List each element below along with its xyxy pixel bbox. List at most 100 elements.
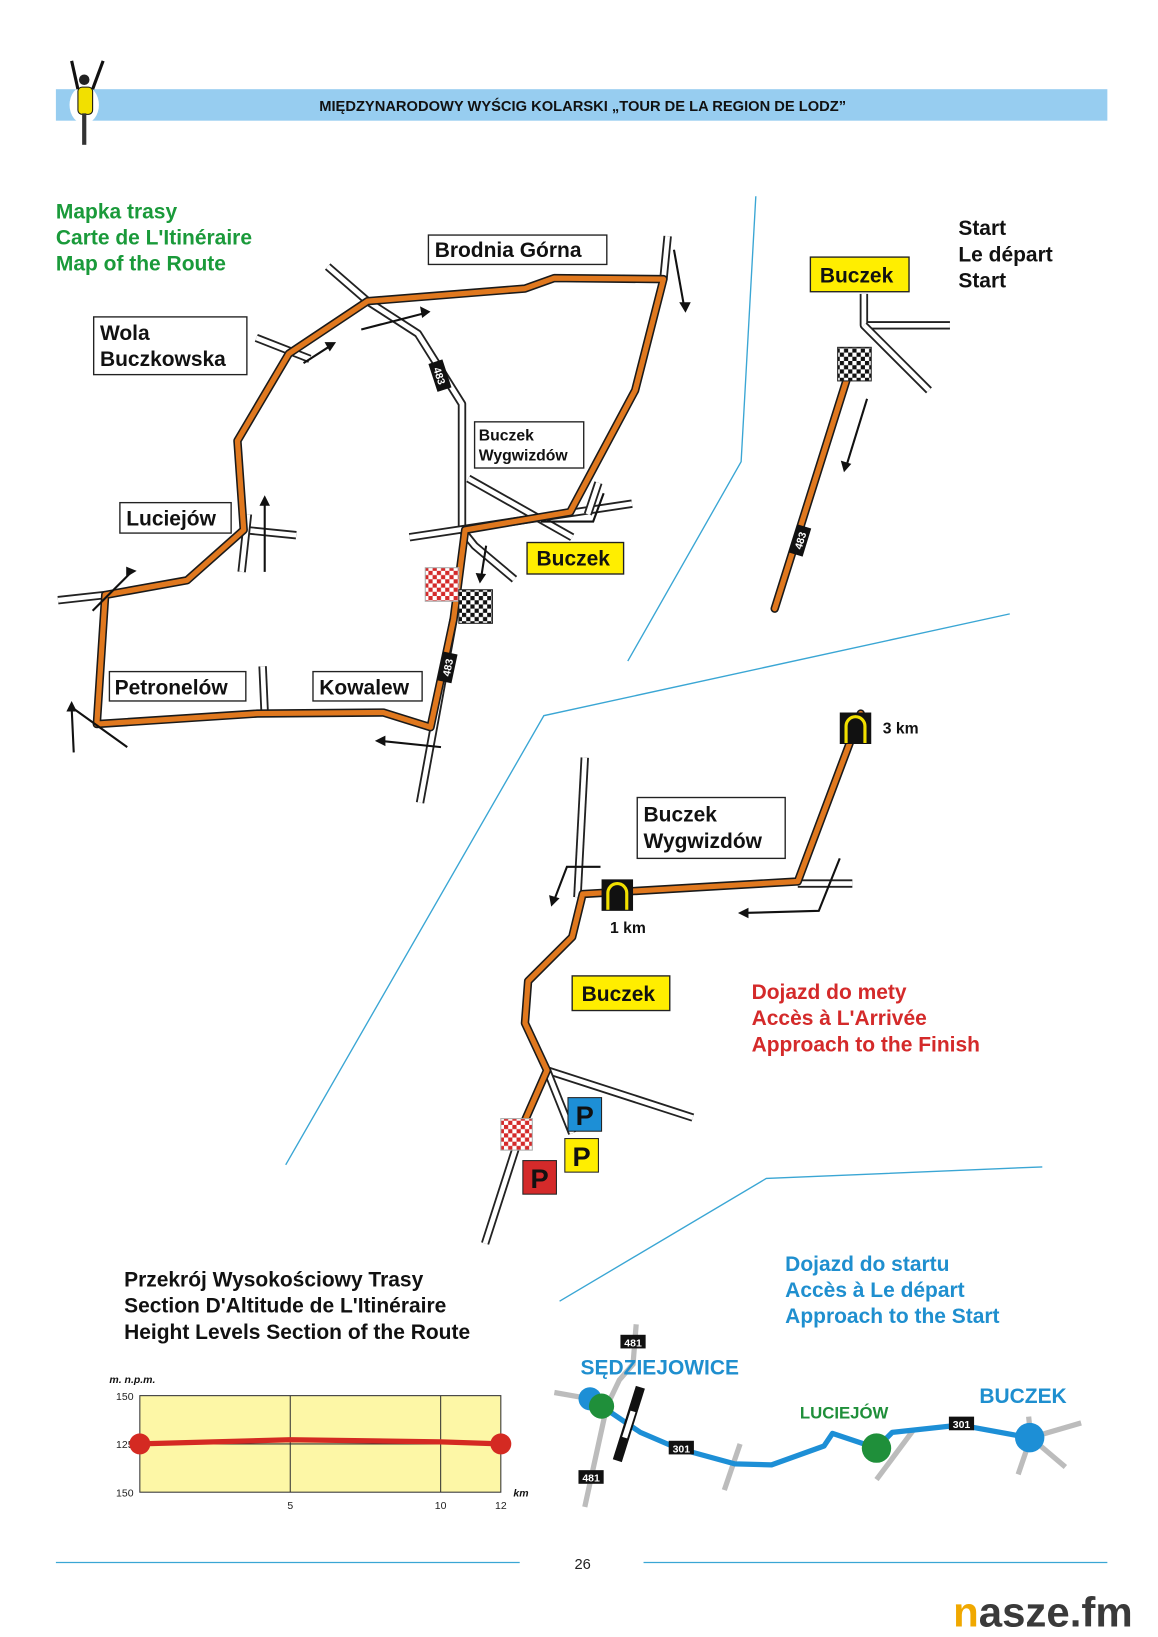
u-turn-1km-icon: [601, 879, 634, 911]
x-axis-label: km: [513, 1488, 528, 1499]
y-tick-label: 125: [116, 1440, 134, 1451]
svg-text:P: P: [576, 1100, 594, 1131]
profile-title: Section D'Altitude de L'Itinéraire: [124, 1295, 446, 1318]
svg-text:P: P: [531, 1163, 549, 1194]
finish-flag-icon: [424, 567, 460, 602]
profile-title: Height Levels Section of the Route: [124, 1321, 470, 1344]
distance-1km: 1 km: [610, 920, 646, 937]
footer: 26 nasze.fm: [55, 1557, 1133, 1636]
route-map: Mapka trasy Carte de L'Itinéraire Map of…: [56, 200, 691, 804]
railway-crossing-icon: [612, 1385, 645, 1463]
place-label-box: [312, 670, 423, 702]
approach-start-map: Dojazd do startu Accès à Le départ Appro…: [553, 1253, 1082, 1508]
place-petronelow: Petronelów: [115, 677, 229, 700]
place-label-box: [119, 501, 232, 534]
parking-red-icon: P: [522, 1160, 557, 1195]
start-map: Start Le départ Start Buczek 483: [770, 217, 1053, 613]
svg-text:481: 481: [624, 1338, 642, 1349]
finish-title: Approach to the Finish: [752, 1033, 980, 1056]
finish-map: Buczek Wygwizdów Buczek 3 km 1 km Dojazd…: [481, 709, 980, 1245]
x-tick-label: 10: [435, 1501, 447, 1512]
road-number-badge: 301: [948, 1416, 975, 1431]
y-axis-label: m. n.p.m.: [109, 1375, 155, 1386]
place-label-box: [427, 234, 608, 266]
road-number-badge: 483: [428, 359, 452, 392]
approach-route-line: [600, 1403, 1030, 1468]
finish-title: Accès à L'Arrivée: [752, 1007, 927, 1030]
town-luciejow: LUCIEJÓW: [800, 1404, 889, 1423]
header: MIĘDZYNARODOWY WYŚCIG KOLARSKI „TOUR DE …: [55, 60, 1108, 145]
finish-flag-icon: [500, 1118, 533, 1151]
town-sedziejowice: SĘDZIEJOWICE: [581, 1357, 739, 1380]
road-number-badge: 481: [620, 1334, 646, 1349]
divider-line: [559, 1166, 1043, 1302]
start-title: Le départ: [958, 243, 1052, 266]
place-kowalew: Kowalew: [319, 677, 409, 700]
svg-text:483: 483: [794, 531, 810, 551]
place-buczkowska: Buczkowska: [100, 348, 226, 371]
place-brodnia-gorna: Brodnia Górna: [435, 239, 582, 262]
nasze-fm-logo: nasze.fm: [953, 1589, 1133, 1636]
y-tick-label: 150: [116, 1488, 134, 1499]
approach-title: Approach to the Start: [785, 1305, 999, 1328]
finish-place-buczek: Buczek: [644, 804, 718, 827]
svg-text:P: P: [573, 1141, 591, 1172]
approach-title: Dojazd do startu: [785, 1253, 949, 1276]
route-map-title: Carte de L'Itinéraire: [56, 227, 252, 250]
header-bar: [55, 89, 1108, 121]
elevation-point: [129, 1433, 151, 1455]
x-tick-label: 12: [495, 1501, 507, 1512]
route-line: [92, 273, 668, 732]
road-number-badge: 483: [437, 651, 458, 684]
svg-text:301: 301: [953, 1420, 971, 1431]
start-flag-icon: [837, 346, 872, 382]
parking-blue-icon: P: [567, 1097, 603, 1132]
x-tick-label: 5: [287, 1501, 293, 1512]
svg-text:301: 301: [673, 1444, 691, 1455]
place-wygwizdow: Wygwizdów: [479, 448, 569, 465]
svg-text:483: 483: [442, 658, 456, 678]
finish-title: Dojazd do mety: [752, 981, 907, 1004]
place-label-box: [571, 975, 671, 1012]
y-tick-label: 150: [116, 1392, 134, 1403]
divider-line: [285, 613, 1010, 1166]
distance-3km: 3 km: [883, 721, 919, 738]
place-label-box: [92, 316, 248, 376]
start-place-buczek: Buczek: [820, 264, 894, 287]
place-label-box: [108, 670, 247, 702]
elevation-chart: 150 125 150 5 10 12: [116, 1392, 512, 1512]
start-title: Start: [958, 217, 1006, 240]
elevation-profile: Przekrój Wysokościowy Trasy Section D'Al…: [109, 1269, 528, 1512]
place-label-box: [473, 421, 585, 469]
svg-text:481: 481: [582, 1474, 600, 1485]
start-title: Start: [958, 270, 1006, 293]
divider-line: [627, 196, 757, 662]
place-buczek-yellow: Buczek: [537, 548, 611, 571]
road-number-badge: 481: [578, 1470, 604, 1485]
approach-title: Accès à Le départ: [785, 1279, 965, 1302]
u-turn-3km-icon: [839, 712, 872, 744]
town-marker-green: [588, 1393, 615, 1419]
cyclist-logo: [69, 60, 105, 145]
road-number-badge: 483: [788, 524, 812, 557]
finish-place-buczek-yellow: Buczek: [582, 983, 656, 1006]
finish-place-wygwizdow: Wygwizdów: [644, 830, 763, 853]
page-number: 26: [575, 1557, 591, 1573]
place-label-box: [809, 256, 910, 293]
route-map-title: Mapka trasy: [56, 200, 178, 223]
town-buczek: BUCZEK: [979, 1385, 1066, 1408]
route-map-title: Map of the Route: [56, 253, 226, 276]
svg-text:483: 483: [430, 366, 446, 386]
place-label-box: [636, 796, 786, 860]
place-luciejow: Luciejów: [126, 508, 216, 531]
direction-arrows: [66, 249, 691, 753]
header-title: MIĘDZYNARODOWY WYŚCIG KOLARSKI „TOUR DE …: [319, 97, 846, 115]
place-wola: Wola: [100, 322, 150, 345]
road-number-badge: 301: [668, 1440, 694, 1455]
town-marker-blue: [1015, 1422, 1045, 1453]
town-marker-green: [861, 1433, 892, 1463]
place-label-box: [526, 541, 625, 575]
start-flag-icon: [458, 589, 493, 624]
parking-yellow-icon: P: [564, 1138, 599, 1173]
